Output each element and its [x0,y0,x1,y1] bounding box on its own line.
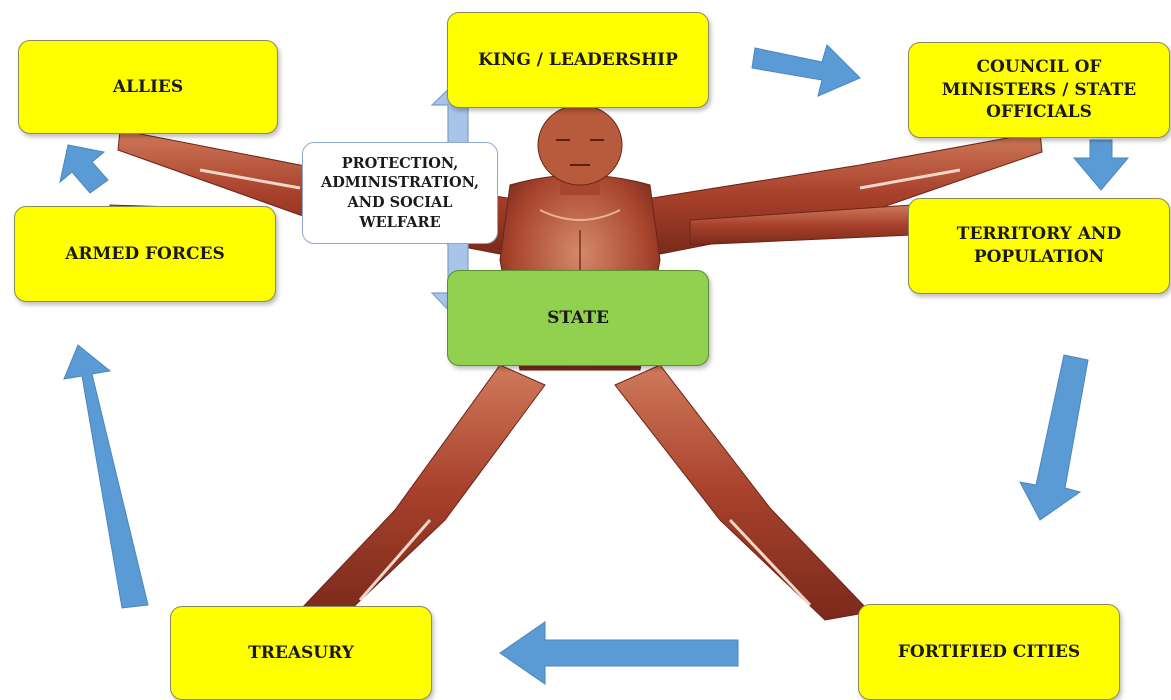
functions-note-text: PROTECTION, ADMINISTRATION, AND SOCIAL W… [320,154,480,231]
node-allies-label: ALLIES [112,76,184,97]
node-fortified-label: FORTIFIED CITIES [897,641,1081,662]
node-territory-label: TERRITORY AND POPULATION [956,224,1122,267]
functions-note: PROTECTION, ADMINISTRATION, AND SOCIAL W… [302,142,498,244]
node-fortified-cities: FORTIFIED CITIES [858,604,1120,700]
node-treasury: TREASURY [170,606,432,700]
node-state-label: STATE [547,307,609,328]
node-territory-and-population: TERRITORY AND POPULATION [908,198,1170,294]
arrow-territory-to-fortified [1019,354,1089,521]
node-state: STATE [447,270,709,366]
arrow-king-to-council [751,44,861,97]
node-king-label: KING / LEADERSHIP [478,49,678,70]
arrow-treasury-to-armed [63,344,149,609]
arrow-fortified-to-treasury [499,621,739,685]
node-allies: ALLIES [18,40,278,134]
node-council-of-ministers: COUNCIL OF MINISTERS / STATE OFFICIALS [908,42,1170,138]
arrow-armed-to-allies [59,144,109,194]
node-council-label: COUNCIL OF MINISTERS / STATE OFFICIALS [941,56,1137,123]
node-armed-forces: ARMED FORCES [14,206,276,302]
arrow-council-to-territory [1072,139,1130,191]
node-treasury-label: TREASURY [248,642,354,663]
node-armed-label: ARMED FORCES [65,243,225,264]
node-king-leadership: KING / LEADERSHIP [447,12,709,108]
